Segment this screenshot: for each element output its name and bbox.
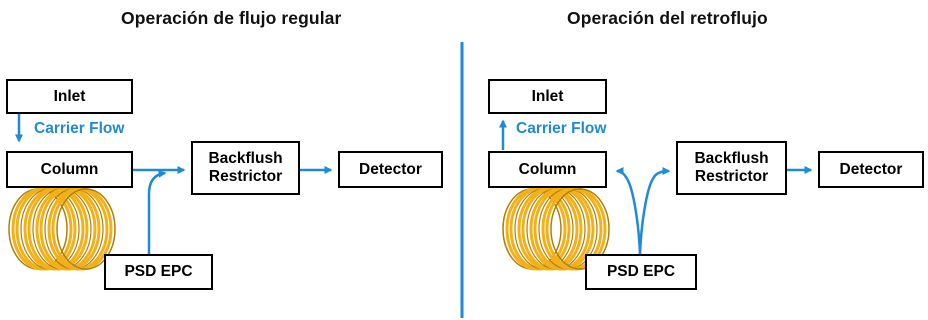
inlet-label: Inlet (53, 87, 86, 105)
backflush-restrictor-box-backflush: Backflush Restrictor (676, 141, 787, 195)
psd-epc-box-backflush: PSD EPC (585, 254, 697, 290)
column-coil-right (502, 187, 610, 271)
title-backflush-operation: Operación del retroflujo (567, 8, 768, 28)
restrictor-label-line1: Backflush (208, 150, 283, 167)
carrier-flow-label-backflush: Carrier Flow (516, 120, 607, 137)
detector-label: Detector (359, 160, 422, 178)
restrictor-label-line2-backflush: Restrictor (694, 168, 769, 185)
arrow-epc-to-column (615, 167, 642, 255)
restrictor-label-line2: Restrictor (208, 168, 283, 185)
detector-label-backflush: Detector (839, 160, 903, 178)
detector-box-backflush: Detector (818, 151, 924, 188)
arrow-epc-to-restrictor (638, 167, 671, 255)
inlet-label-backflush: Inlet (531, 87, 564, 105)
psd-epc-label: PSD EPC (124, 263, 193, 280)
psd-epc-label-backflush: PSD EPC (606, 263, 676, 280)
inlet-box: Inlet (6, 79, 133, 114)
column-label: Column (40, 160, 99, 178)
inlet-box-backflush: Inlet (488, 79, 607, 114)
column-box-backflush: Column (488, 151, 607, 188)
backflush-restrictor-box: Backflush Restrictor (191, 141, 300, 195)
carrier-flow-label: Carrier Flow (34, 120, 125, 137)
column-box: Column (6, 151, 133, 188)
column-label-backflush: Column (518, 160, 577, 178)
detector-box: Detector (338, 151, 443, 188)
restrictor-label-line1-backflush: Backflush (694, 150, 769, 167)
column-coil-left (8, 187, 116, 271)
title-regular-operation: Operación de flujo regular (121, 8, 342, 28)
psd-epc-box: PSD EPC (104, 254, 213, 290)
arrow-epc-to-junction (147, 169, 167, 254)
